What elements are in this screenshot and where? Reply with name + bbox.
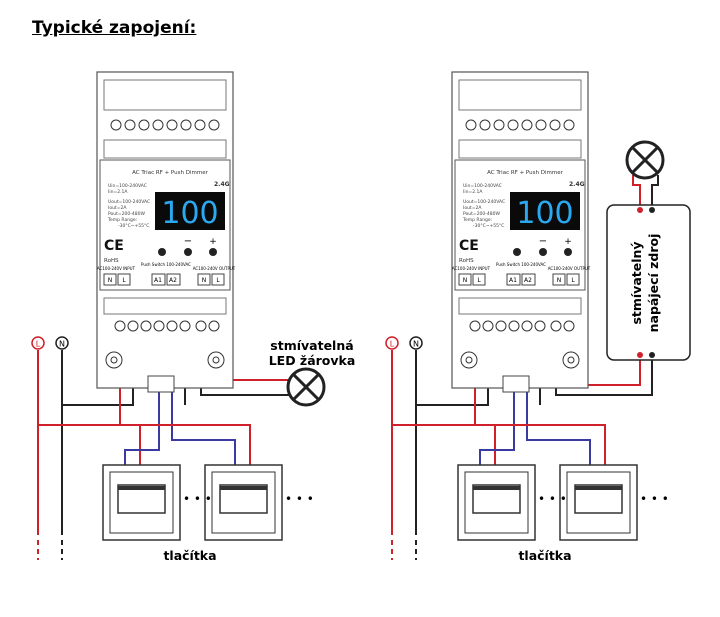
spec-pout: Pout=200-480W <box>108 211 145 217</box>
bottom-terminals <box>114 320 220 332</box>
push-button-2 <box>559 464 638 541</box>
device-name: AC Triac RF + Push Dimmer <box>487 170 563 176</box>
rf-label: 2.4G <box>214 181 230 188</box>
dimmer-device: AC Triac RF + Push Dimmer 2.4G Uin=100-2… <box>451 71 591 393</box>
spec-iout: Iout=2A <box>108 205 127 211</box>
term-a2: A2 <box>169 277 177 284</box>
output-label: AC100-240V OUTPUT <box>193 266 236 271</box>
buttons-label: tlačítka <box>518 548 571 563</box>
dimmer-device: AC Triac RF + Push Dimmer 2.4G Uin=100-2… <box>96 71 236 393</box>
term-l: L <box>477 277 481 284</box>
psu-label-1: stmívatelný <box>629 241 644 324</box>
output-label: AC100-240V OUTPUT <box>548 266 591 271</box>
spec-temp-label: Temp Range: <box>107 217 137 223</box>
mains-n-label: N <box>59 340 65 349</box>
mains-l-icon <box>385 336 399 350</box>
rf-label: 2.4G <box>569 181 585 188</box>
push-button-1 <box>457 464 536 541</box>
plus-label: + <box>209 237 217 247</box>
more-dots: • • • <box>640 492 669 506</box>
push-button-2 <box>204 464 283 541</box>
top-terminals <box>110 119 220 131</box>
spec-temp-label: Temp Range: <box>462 217 492 223</box>
lamp-icon <box>286 367 326 407</box>
spec-temp: -30°C~+55°C <box>118 223 149 229</box>
power-supply: stmívatelný napájecí zdroj <box>606 204 691 361</box>
mains-n-label: N <box>413 340 419 349</box>
input-label: AC100-240V INPUT <box>97 266 136 271</box>
term-n: N <box>463 277 468 284</box>
spec-iout: Iout=2A <box>463 205 482 211</box>
led-display <box>510 192 580 230</box>
mains-l-label: L <box>390 340 395 349</box>
term-out-l: L <box>571 277 575 284</box>
lamp-icon <box>625 140 665 180</box>
term-n: N <box>108 277 113 284</box>
spec-uout: Uout=100-240VAC <box>463 199 505 205</box>
minus-button[interactable] <box>184 248 192 256</box>
push-label: Push Switch 100-240VAC <box>496 262 546 267</box>
term-out-n: N <box>202 277 207 284</box>
mode-button[interactable] <box>158 248 166 256</box>
term-out-l: L <box>216 277 220 284</box>
mains-n-icon <box>55 336 69 350</box>
more-dots: • • • <box>183 492 212 506</box>
term-a2: A2 <box>524 277 532 284</box>
top-terminals <box>465 119 575 131</box>
push-label: Push Switch 100-240VAC <box>141 262 191 267</box>
spec-iin: Iin=2.1A <box>108 189 128 195</box>
ce-mark: CE <box>459 238 479 254</box>
push-button-1 <box>102 464 181 541</box>
plus-label: + <box>564 237 572 247</box>
spec-uin: Uin=100-240VAC <box>463 183 502 189</box>
mode-button[interactable] <box>513 248 521 256</box>
mains-l-label: L <box>36 340 41 349</box>
buttons-label: tlačítka <box>163 548 216 563</box>
spec-iin: Iin=2.1A <box>463 189 483 195</box>
more-dots: • • • <box>538 492 567 506</box>
bottom-terminals <box>469 320 575 332</box>
lamp-label-1: stmívatelná <box>270 338 353 353</box>
page-title: Typické zapojení: <box>32 18 197 38</box>
spec-pout: Pout=200-480W <box>463 211 500 217</box>
plus-button[interactable] <box>564 248 572 256</box>
mains-n-icon <box>409 336 423 350</box>
rohs-mark: RoHS <box>459 258 474 264</box>
rohs-mark: RoHS <box>104 258 119 264</box>
term-l: L <box>122 277 126 284</box>
spec-uin: Uin=100-240VAC <box>108 183 147 189</box>
lamp-label-2: LED žárovka <box>269 353 356 368</box>
ce-mark: CE <box>104 238 124 254</box>
minus-button[interactable] <box>539 248 547 256</box>
mains-l-icon <box>31 336 45 350</box>
display-value: 100 <box>516 196 573 231</box>
term-a1: A1 <box>154 277 162 284</box>
more-dots: • • • <box>285 492 314 506</box>
display-value: 100 <box>161 196 218 231</box>
spec-temp: -30°C~+55°C <box>473 223 504 229</box>
term-out-n: N <box>557 277 562 284</box>
spec-uout: Uout=100-240VAC <box>108 199 150 205</box>
device-name: AC Triac RF + Push Dimmer <box>132 170 208 176</box>
minus-label: − <box>539 236 547 247</box>
minus-label: − <box>184 236 192 247</box>
term-a1: A1 <box>509 277 517 284</box>
led-display <box>155 192 225 230</box>
plus-button[interactable] <box>209 248 217 256</box>
input-label: AC100-240V INPUT <box>452 266 491 271</box>
psu-label-2: napájecí zdroj <box>646 234 661 333</box>
